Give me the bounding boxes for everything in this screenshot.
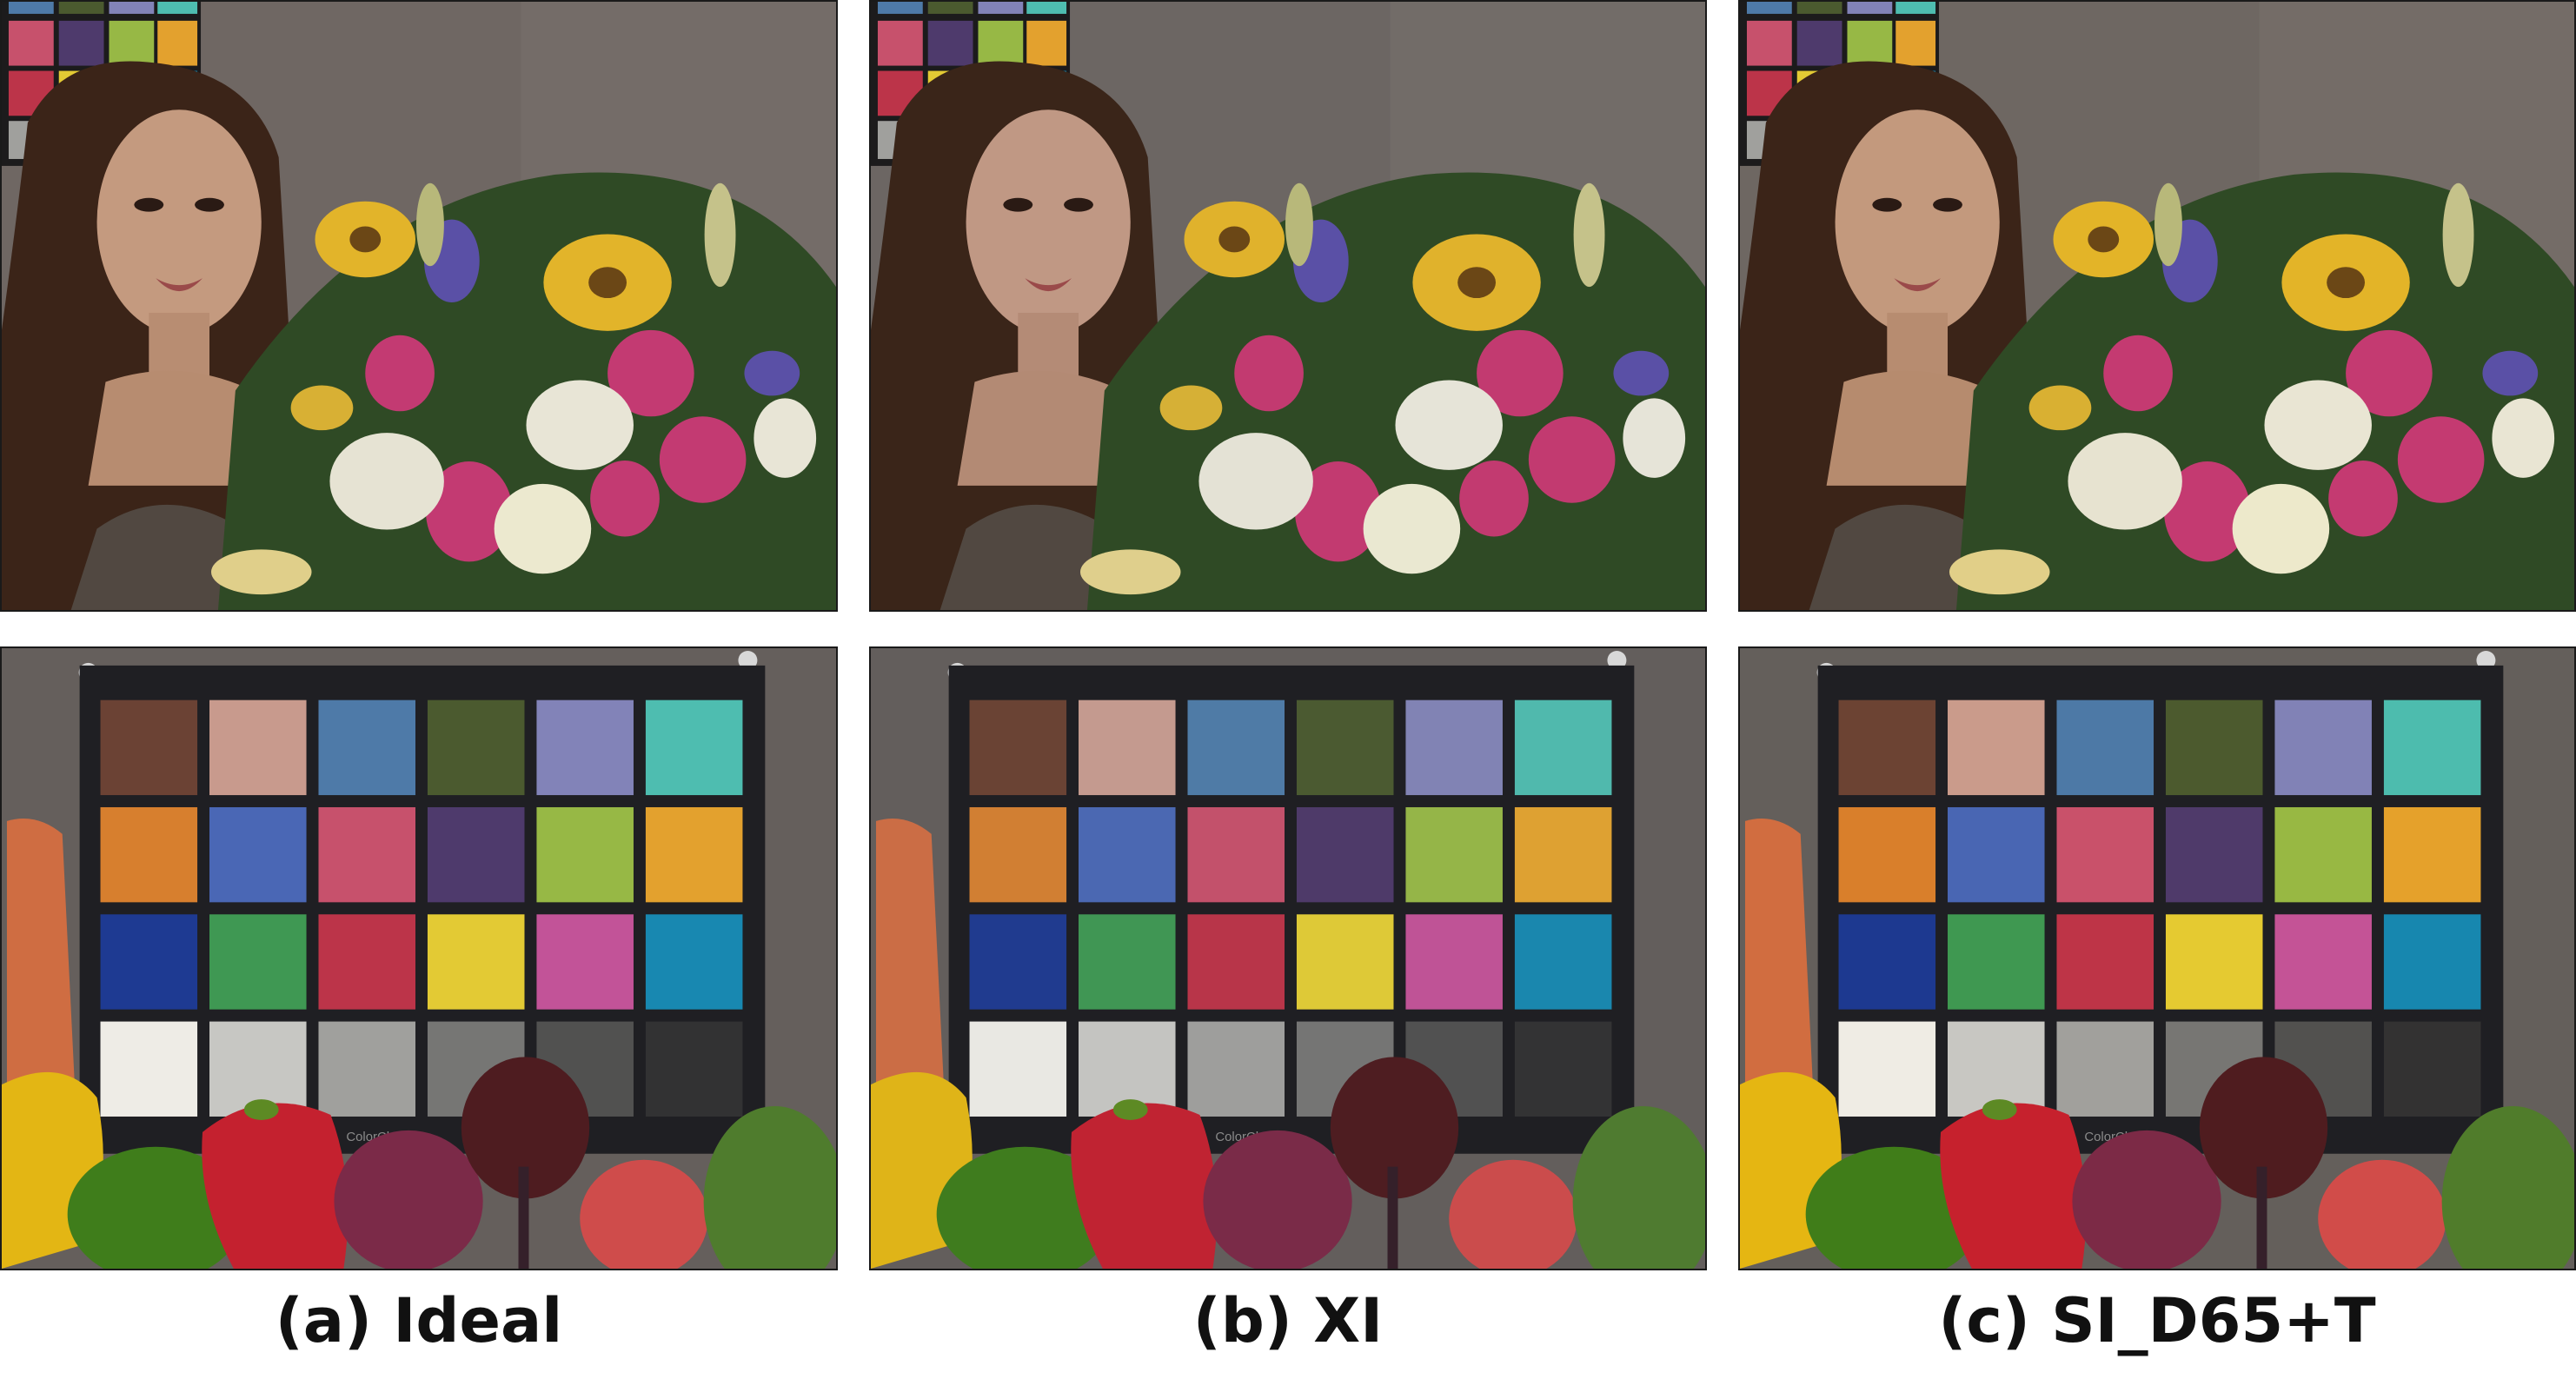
flower-bouquet: [1949, 172, 2574, 610]
colorchecker-panel-ideal: ColorChecker: [0, 646, 838, 1270]
caption-xi: (b) XI: [1192, 1285, 1384, 1356]
colorchecker-vegetables-photo: ColorChecker: [2, 648, 836, 1269]
portrait-panel-ideal: [0, 0, 838, 612]
colorchecker-vegetables-photo: ColorChecker: [1740, 648, 2574, 1269]
flower-bouquet: [1079, 172, 1705, 610]
portrait-flowers-photo: [2, 2, 836, 610]
colorchecker-grid: [1838, 699, 2481, 1117]
portrait-flowers-photo: [871, 2, 1705, 610]
colorchecker-grid: [100, 699, 743, 1117]
colorchecker-panel-xi: ColorChecker: [869, 646, 1707, 1270]
vegetables: [1740, 819, 2574, 1269]
colorchecker-vegetables-photo: ColorChecker: [871, 648, 1705, 1269]
colorchecker-panel-si-d65-t: ColorChecker: [1738, 646, 2576, 1270]
flower-bouquet: [210, 172, 836, 610]
portrait-panel-xi: [869, 0, 1707, 612]
person: [871, 61, 1183, 610]
portrait-flowers-photo: [1740, 2, 2574, 610]
vegetables: [2, 819, 836, 1269]
portrait-panel-si-d65-t: [1738, 0, 2576, 612]
caption-si-d65-t: (c) SI_D65+T: [1938, 1285, 2376, 1356]
caption-ideal: (a) Ideal: [275, 1285, 563, 1356]
vegetables: [871, 819, 1705, 1269]
